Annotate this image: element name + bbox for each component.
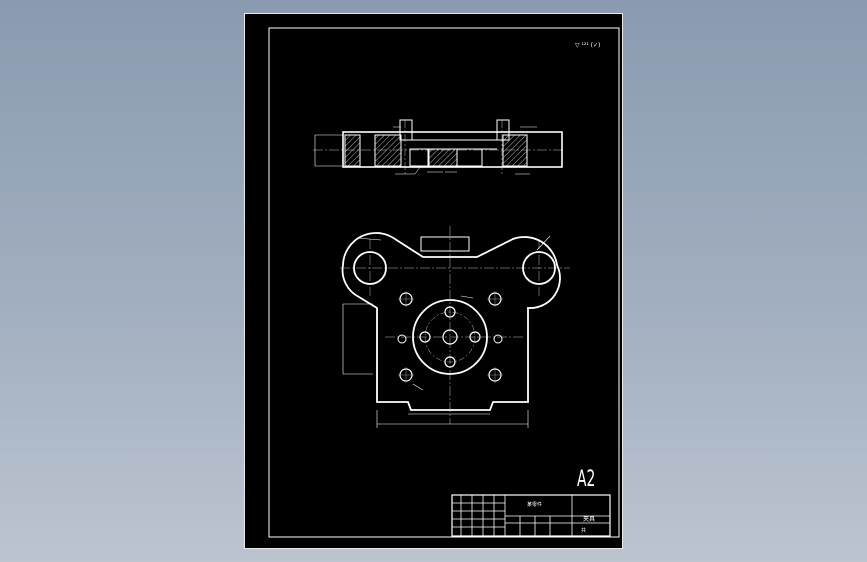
drawing-name: 某零件 <box>527 501 542 508</box>
plan-view <box>340 226 570 424</box>
dimensions <box>342 235 551 428</box>
section-view <box>313 119 565 176</box>
part-name: 夹具 <box>583 515 595 523</box>
roughness-note: ▽ ¹²¹ (✓) <box>575 42 600 49</box>
cad-drawing: ▽ ¹²¹ (✓) <box>268 27 620 538</box>
title-block <box>451 494 611 537</box>
drawing-sheet: ▽ ¹²¹ (✓) <box>244 13 623 549</box>
inner-frame <box>268 27 620 538</box>
sheet-size-label: A2 <box>577 466 595 491</box>
sheet-count: 共 <box>581 527 586 534</box>
